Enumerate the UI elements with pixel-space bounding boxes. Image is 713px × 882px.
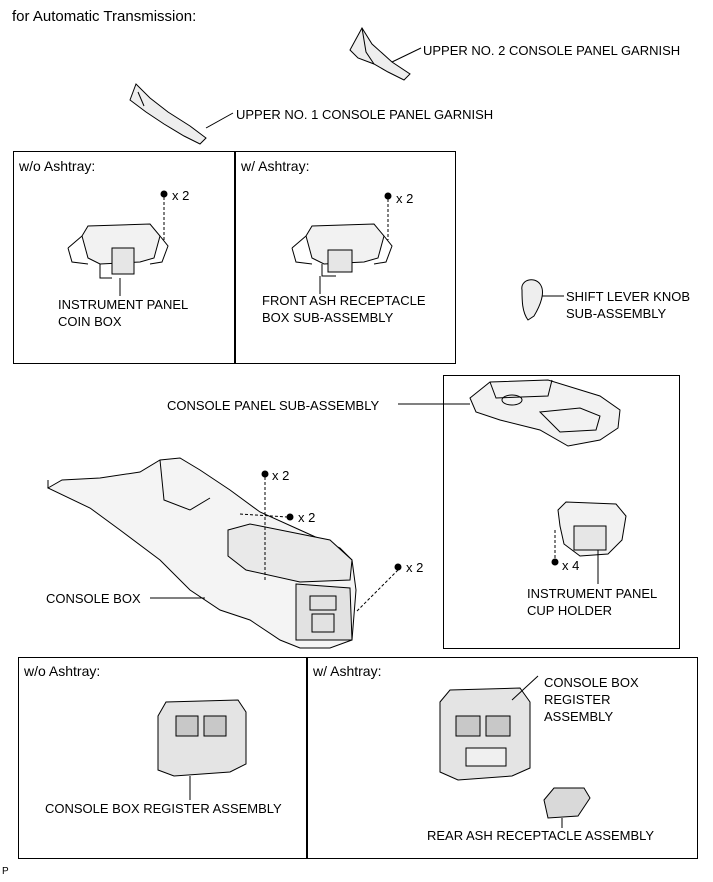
front-ash-box-drawing [291,192,393,294]
shift-knob-label-1: SHIFT LEVER KNOB [566,289,691,304]
register-w-drawing [439,675,539,781]
coin-box-label-1: INSTRUMENT PANEL [58,297,189,312]
coin-box-label-2: COIN BOX [58,314,122,329]
w-ashtray-top-heading: w/ Ashtray: [241,158,310,174]
front-ash-label-2: BOX SUB-ASSEMBLY [262,310,394,325]
register-wo-drawing [157,699,247,800]
register-wo-label: CONSOLE BOX REGISTER ASSEMBLY [45,801,282,816]
register-w-label-1: CONSOLE BOX [544,675,639,690]
console-mid-count: x 2 [298,510,316,525]
shift-knob-label-2: SUB-ASSEMBLY [566,306,667,321]
upper-no2-garnish-drawing [349,27,422,81]
footer-code: P [2,866,9,877]
shift-knob-drawing [521,279,564,321]
diagram-title: for Automatic Transmission: [12,8,197,25]
console-panel-drawing [398,379,621,447]
wo-ashtray-top-heading: w/o Ashtray: [19,158,96,174]
front-ash-label-1: FRONT ASH RECEPTACLE [262,293,426,308]
upper-no1-garnish-drawing [129,83,234,145]
cup-holder-label-1: INSTRUMENT PANEL [527,586,658,601]
rear-ash-label: REAR ASH RECEPTACLE ASSEMBLY [427,828,655,843]
register-w-label-2: REGISTER [544,692,611,707]
w-ashtray-top-box [234,151,456,364]
wo-ashtray-top-box [13,151,236,364]
cup-holder-drawing [551,501,627,584]
console-right-count: x 2 [406,560,424,575]
cup-holder-label-2: CUP HOLDER [527,603,613,618]
coin-box-drawing [67,190,169,296]
wo-ashtray-bottom-box [18,657,308,859]
rear-ash-drawing [543,787,591,828]
front-ash-count: x 2 [396,191,414,206]
console-box-drawing [46,457,402,649]
console-box-label: CONSOLE BOX [46,591,141,606]
console-panel-label: CONSOLE PANEL SUB-ASSEMBLY [167,398,380,413]
register-w-label-3: ASSEMBLY [544,709,614,724]
wo-ashtray-bottom-heading: w/o Ashtray: [24,663,101,679]
w-ashtray-bottom-heading: w/ Ashtray: [313,663,382,679]
upper-no1-garnish-label: UPPER NO. 1 CONSOLE PANEL GARNISH [236,107,494,122]
cup-holder-count: x 4 [562,558,580,573]
console-top-count: x 2 [272,468,290,483]
coin-box-count: x 2 [172,188,190,203]
console-panel-box [443,375,680,649]
w-ashtray-bottom-box [306,657,698,859]
upper-no2-garnish-label: UPPER NO. 2 CONSOLE PANEL GARNISH [423,43,681,58]
